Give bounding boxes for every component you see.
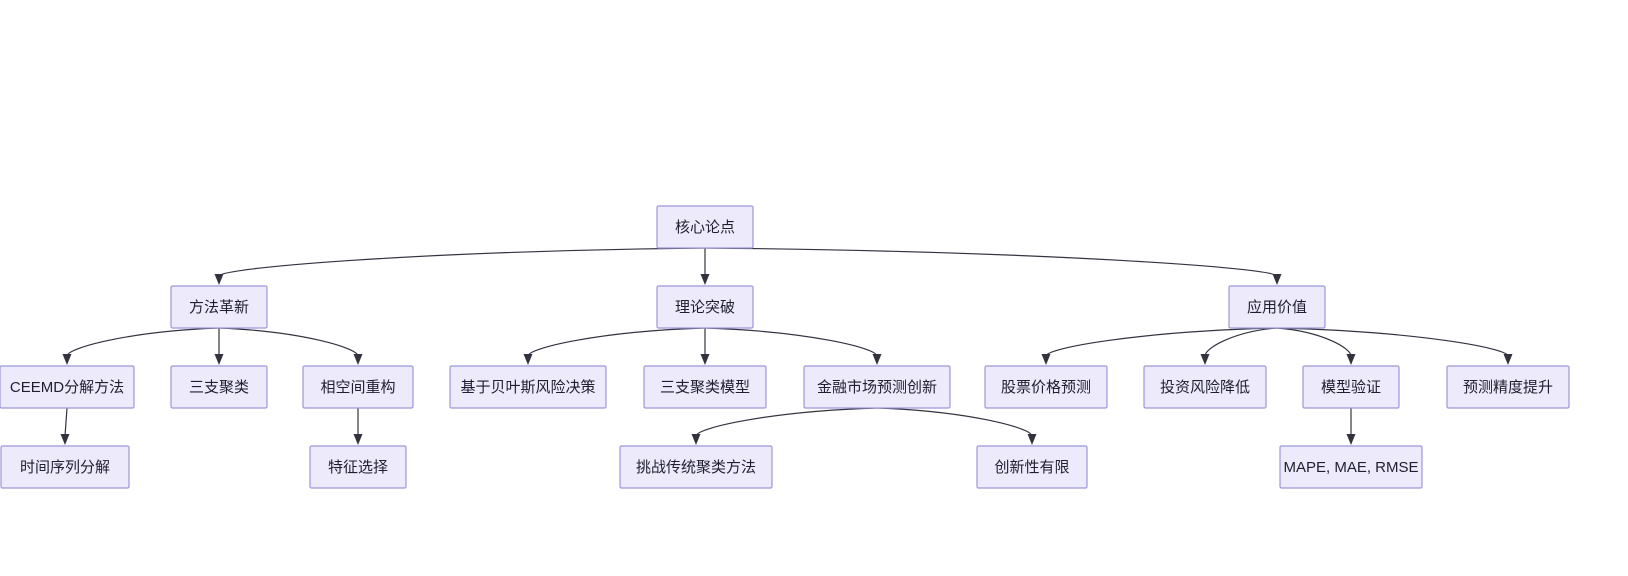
node-box[interactable]	[803, 365, 951, 409]
node-box[interactable]	[170, 285, 268, 329]
node-twmodel[interactable]: 三支聚类模型	[643, 365, 767, 409]
edge-theory-to-twmodel	[700, 328, 710, 365]
edge-arrowhead	[1272, 274, 1282, 285]
edge-line	[1276, 327, 1509, 357]
node-box[interactable]	[1228, 285, 1326, 329]
edge-theory-to-finance	[704, 327, 882, 365]
node-box[interactable]	[656, 285, 754, 329]
edge-finance-to-limited	[876, 407, 1037, 445]
node-application[interactable]: 应用价值	[1228, 285, 1326, 329]
node-box[interactable]	[1143, 365, 1267, 409]
edge-line	[218, 327, 359, 357]
node-box[interactable]	[0, 365, 135, 409]
edge-arrowhead	[1503, 354, 1513, 365]
edge-phase-to-feature	[353, 408, 363, 445]
node-root[interactable]: 核心论点	[656, 205, 754, 249]
edge-arrowhead	[60, 434, 70, 445]
edge-line	[704, 327, 878, 357]
node-theory[interactable]: 理论突破	[656, 285, 754, 329]
node-ceemd[interactable]: CEEMD分解方法	[0, 365, 135, 409]
node-box[interactable]	[976, 445, 1088, 489]
node-box[interactable]	[449, 365, 607, 409]
edge-root-to-method	[214, 247, 706, 285]
node-validate[interactable]: 模型验证	[1302, 365, 1400, 409]
edge-root-to-application	[704, 247, 1282, 285]
edge-arrowhead	[1027, 434, 1037, 445]
node-box[interactable]	[309, 445, 407, 489]
edge-arrowhead	[691, 434, 701, 445]
edge-arrowhead	[1200, 354, 1210, 365]
node-challenge[interactable]: 挑战传统聚类方法	[619, 445, 773, 489]
node-box[interactable]	[643, 365, 767, 409]
node-method[interactable]: 方法革新	[170, 285, 268, 329]
node-phase[interactable]: 相空间重构	[302, 365, 414, 409]
edge-arrowhead	[353, 354, 363, 365]
edge-application-to-stock	[1041, 327, 1278, 365]
edge-line	[1204, 327, 1278, 357]
node-feature[interactable]: 特征选择	[309, 445, 407, 489]
edge-arrowhead	[700, 274, 710, 285]
edge-line	[218, 247, 706, 277]
node-finance[interactable]: 金融市场预测创新	[803, 365, 951, 409]
edge-arrowhead	[62, 354, 72, 365]
edge-arrowhead	[353, 434, 363, 445]
edge-method-to-phase	[218, 327, 363, 365]
node-box[interactable]	[619, 445, 773, 489]
edge-application-to-accuracy	[1276, 327, 1513, 365]
node-metrics[interactable]: MAPE, MAE, RMSE	[1279, 445, 1423, 489]
edge-theory-to-bayes	[523, 327, 706, 365]
edge-arrowhead	[1346, 434, 1356, 445]
edge-root-to-theory	[700, 248, 710, 285]
edge-application-to-risk	[1200, 327, 1278, 365]
node-box[interactable]	[984, 365, 1108, 409]
edge-arrowhead	[1041, 354, 1051, 365]
edge-line	[1276, 327, 1352, 357]
edge-finance-to-challenge	[691, 407, 878, 445]
node-bayes[interactable]: 基于贝叶斯风险决策	[449, 365, 607, 409]
node-limited[interactable]: 创新性有限	[976, 445, 1088, 489]
edge-arrowhead	[1346, 354, 1356, 365]
node-box[interactable]	[0, 445, 130, 489]
edge-arrowhead	[214, 354, 224, 365]
edge-arrowhead	[523, 354, 533, 365]
nodes-layer: 核心论点方法革新 理论突破 应用价值 CEEMD分解方法三支聚类相空间重构基于贝叶斯风…	[0, 205, 1570, 489]
edge-application-to-validate	[1276, 327, 1356, 365]
edge-line	[527, 327, 706, 357]
edge-arrowhead	[214, 274, 224, 285]
edges-layer	[60, 247, 1513, 445]
node-tsdecomp[interactable]: 时间序列分解	[0, 445, 130, 489]
node-stock[interactable]: 股票价格预测	[984, 365, 1108, 409]
edge-validate-to-metrics	[1346, 408, 1356, 445]
node-box[interactable]	[1302, 365, 1400, 409]
edge-line	[695, 407, 878, 437]
edge-arrowhead	[872, 354, 882, 365]
node-box[interactable]	[656, 205, 754, 249]
edge-method-to-threeway	[214, 328, 224, 365]
node-box[interactable]	[1279, 445, 1423, 489]
edge-line	[1045, 327, 1278, 357]
edge-line	[64, 407, 68, 437]
edge-ceemd-to-tsdecomp	[60, 407, 70, 445]
edge-arrowhead	[700, 354, 710, 365]
node-accuracy[interactable]: 预测精度提升	[1446, 365, 1570, 409]
node-box[interactable]	[170, 365, 268, 409]
node-risk[interactable]: 投资风险降低	[1143, 365, 1267, 409]
edge-line	[66, 327, 220, 357]
node-threeway[interactable]: 三支聚类	[170, 365, 268, 409]
node-box[interactable]	[302, 365, 414, 409]
edge-line	[876, 407, 1033, 437]
edge-method-to-ceemd	[62, 327, 220, 365]
node-box[interactable]	[1446, 365, 1570, 409]
edge-line	[704, 247, 1278, 277]
